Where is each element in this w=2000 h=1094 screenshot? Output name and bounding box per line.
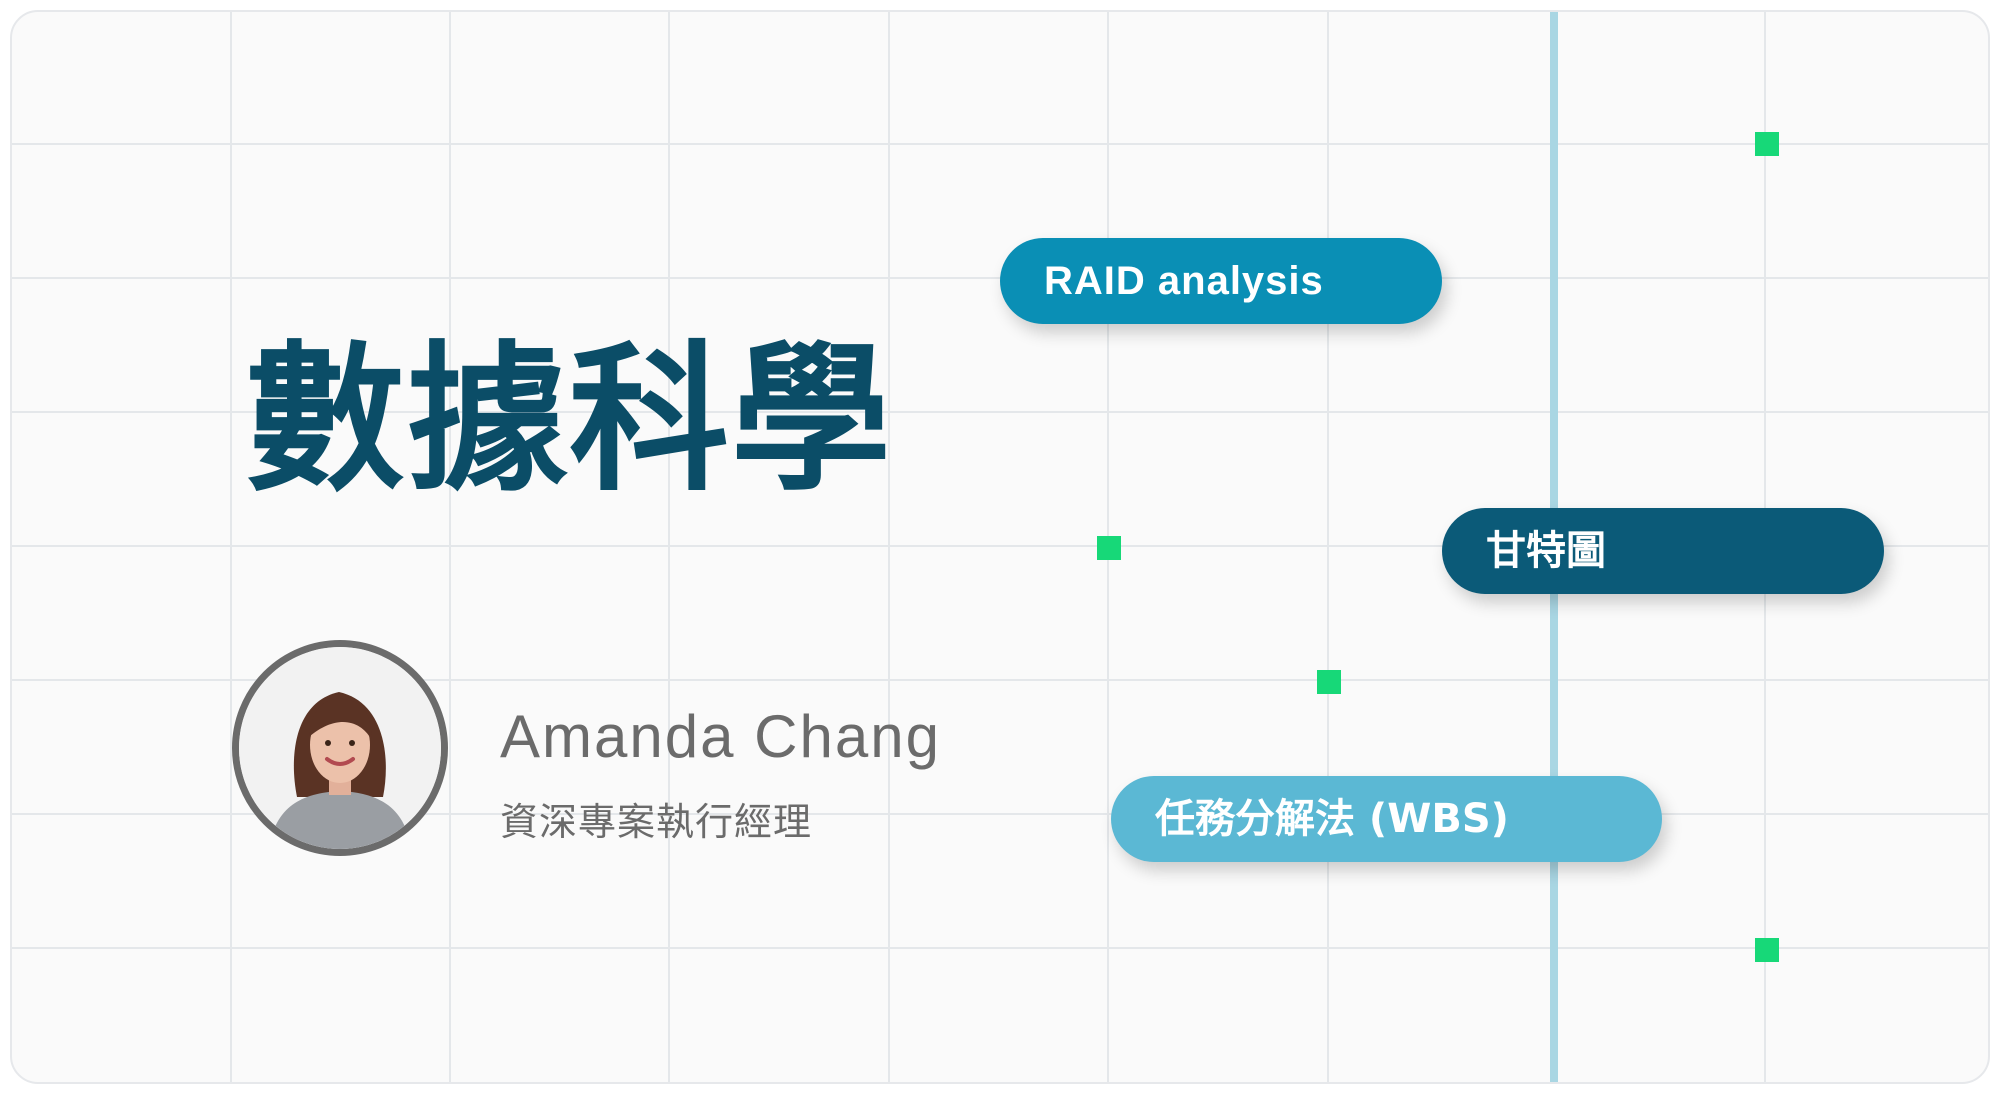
milestone-marker <box>1097 536 1121 560</box>
grid-line <box>12 947 1988 949</box>
timeline-bar-raid: RAID analysis <box>1000 238 1442 324</box>
grid-line <box>12 679 1988 681</box>
milestone-marker <box>1755 938 1779 962</box>
grid-line <box>230 12 232 1082</box>
grid-line <box>12 545 1988 547</box>
grid-line <box>12 813 1988 815</box>
slide-card: 數據科學 Amanda Chang 資深專案執行經理 RAID analysis… <box>10 10 1990 1084</box>
presenter-role: 資深專案執行經理 <box>500 800 813 844</box>
grid-line <box>1327 12 1329 1082</box>
grid-line <box>668 12 670 1082</box>
milestone-marker <box>1317 670 1341 694</box>
grid-line <box>888 12 890 1082</box>
presenter-avatar <box>232 640 448 856</box>
milestone-marker <box>1755 132 1779 156</box>
presenter-photo <box>239 647 441 849</box>
timeline-bar-gantt: 甘特圖 <box>1442 508 1884 594</box>
presenter-name: Amanda Chang <box>500 703 941 770</box>
grid-line <box>449 12 451 1082</box>
grid-line <box>12 143 1988 145</box>
timeline-bar-wbs: 任務分解法 (WBS) <box>1111 776 1662 862</box>
slide-title: 數據科學 <box>245 326 894 513</box>
grid-line <box>12 411 1988 413</box>
